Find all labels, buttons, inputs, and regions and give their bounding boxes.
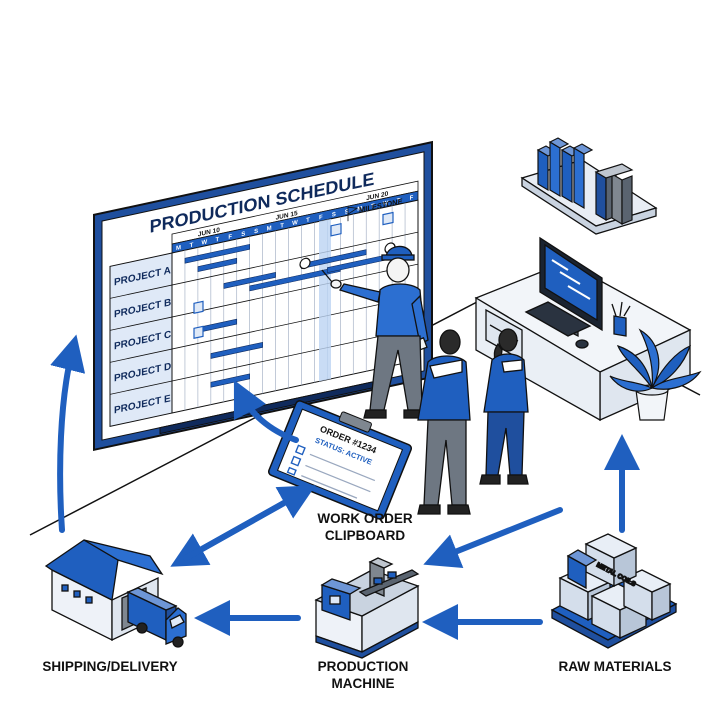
worker-figure-2 bbox=[479, 328, 529, 485]
day-label: F bbox=[228, 234, 232, 241]
shipping-label-text: SHIPPING/DELIVERY bbox=[42, 659, 178, 674]
machine-label-line1: PRODUCTION bbox=[317, 659, 409, 674]
raw-materials-label: RAW MATERIALS bbox=[545, 658, 685, 675]
day-label: S bbox=[332, 212, 336, 219]
day-label: W bbox=[383, 200, 389, 207]
raw-materials-label-text: RAW MATERIALS bbox=[558, 659, 672, 674]
arrow-to-board-left bbox=[50, 334, 86, 533]
day-label: T bbox=[280, 223, 284, 230]
gantt-bar bbox=[210, 373, 250, 388]
day-label: S bbox=[345, 209, 349, 216]
gantt-bar bbox=[223, 271, 276, 289]
binder-shelf bbox=[520, 137, 658, 235]
gantt-bar bbox=[184, 243, 250, 264]
week-label: JUN 20 bbox=[366, 191, 388, 203]
gantt-bar bbox=[197, 257, 238, 273]
day-label: M bbox=[267, 226, 272, 233]
work-order-label-line1: WORK ORDER bbox=[317, 511, 413, 526]
production-machine bbox=[314, 557, 420, 659]
gantt-bar bbox=[210, 341, 263, 359]
day-label: S bbox=[254, 229, 258, 236]
day-label: F bbox=[410, 195, 414, 202]
day-label: S bbox=[241, 231, 245, 238]
arrow-raw-to-clipboard bbox=[423, 507, 563, 569]
week-label: JUN 15 bbox=[276, 210, 298, 222]
arrow-clipboard-to-board bbox=[233, 379, 299, 443]
day-label: W bbox=[202, 239, 208, 246]
machine-label: PRODUCTION MACHINE bbox=[303, 658, 423, 692]
day-label: T bbox=[190, 242, 194, 249]
day-label: T bbox=[371, 203, 375, 210]
potted-plant bbox=[609, 328, 702, 421]
raw-material-boxes: METAL COILS bbox=[550, 533, 678, 649]
machine-label-line2: MACHINE bbox=[331, 676, 395, 691]
day-label: M bbox=[357, 206, 362, 213]
day-label: W bbox=[292, 220, 298, 227]
day-label: T bbox=[306, 217, 310, 224]
work-order-label-line2: CLIPBOARD bbox=[324, 528, 406, 543]
worker-figure-1 bbox=[417, 329, 471, 515]
day-label: F bbox=[319, 215, 323, 222]
day-label: T bbox=[215, 237, 219, 244]
shipping-label: SHIPPING/DELIVERY bbox=[20, 658, 200, 675]
week-label: JUN 10 bbox=[198, 227, 220, 239]
engineer-figure bbox=[321, 245, 429, 419]
day-label: T bbox=[397, 198, 401, 205]
flow-arrows bbox=[50, 334, 640, 640]
work-order-label: WORK ORDER CLIPBOARD bbox=[305, 510, 425, 544]
warehouse-truck bbox=[44, 539, 187, 648]
day-label: M bbox=[176, 245, 181, 252]
